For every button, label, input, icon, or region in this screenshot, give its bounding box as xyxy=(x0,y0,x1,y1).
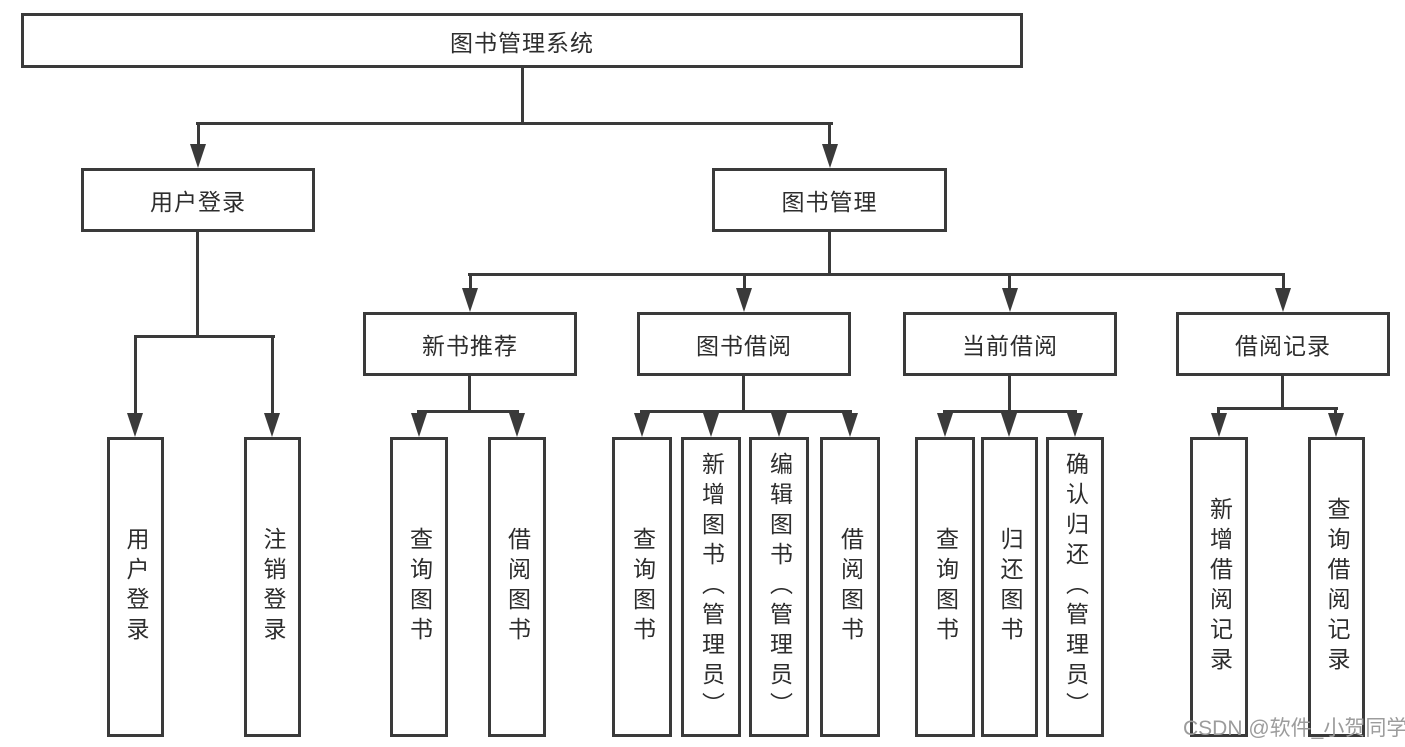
leaf-label: 编辑图书（管理员） xyxy=(766,452,793,722)
arrowhead-down-icon xyxy=(822,144,838,168)
leaf-add-book-admin: 新增图书（管理员） xyxy=(681,437,741,737)
arrowhead-down-icon xyxy=(703,413,719,437)
leaf-label: 注销登录 xyxy=(260,527,286,647)
connector-user-login-drop xyxy=(197,122,200,148)
leaf-label: 用户登录 xyxy=(123,527,149,647)
connector-records-drop xyxy=(1282,273,1285,291)
connector-records-stem xyxy=(1281,376,1284,407)
arrowhead-down-icon xyxy=(264,413,280,437)
leaf-borrow-books-recommend: 借阅图书 xyxy=(488,437,546,737)
leaf-label: 新增借阅记录 xyxy=(1206,497,1233,677)
connector-current-stem xyxy=(1008,376,1011,410)
leaf-confirm-return-admin: 确认归还（管理员） xyxy=(1046,437,1104,737)
arrowhead-down-icon xyxy=(462,288,478,312)
leaf-label: 确认归还（管理员） xyxy=(1062,452,1089,722)
connector-records-bar xyxy=(1217,407,1338,410)
leaf-query-books-recommend: 查询图书 xyxy=(390,437,448,737)
arrowhead-down-icon xyxy=(190,144,206,168)
leaf-add-borrow-record: 新增借阅记录 xyxy=(1190,437,1248,737)
leaf-label: 新增图书（管理员） xyxy=(698,452,725,722)
leaf-query-books-current: 查询图书 xyxy=(915,437,975,737)
connector-current-drop xyxy=(1008,273,1011,291)
arrowhead-down-icon xyxy=(509,413,525,437)
leaf-label: 查询借阅记录 xyxy=(1324,497,1350,677)
node-current-borrowing: 当前借阅 xyxy=(903,312,1117,376)
node-root: 图书管理系统 xyxy=(21,13,1023,68)
leaf-user-login: 用户登录 xyxy=(107,437,164,737)
connector-root-bar xyxy=(196,122,833,125)
arrowhead-down-icon xyxy=(127,413,143,437)
arrowhead-down-icon xyxy=(1067,413,1083,437)
connector-login-leaf-drop xyxy=(134,335,137,417)
leaf-label: 查询图书 xyxy=(406,527,433,647)
leaf-query-borrow-record: 查询借阅记录 xyxy=(1308,437,1365,737)
arrowhead-down-icon xyxy=(634,413,650,437)
connector-recommend-bar xyxy=(418,410,519,413)
leaf-edit-book-admin: 编辑图书（管理员） xyxy=(749,437,809,737)
arrowhead-down-icon xyxy=(771,413,787,437)
leaf-query-books-borrowing: 查询图书 xyxy=(612,437,672,737)
leaf-return-books: 归还图书 xyxy=(981,437,1038,737)
connector-login-bar xyxy=(134,335,275,338)
node-book-borrowing: 图书借阅 xyxy=(637,312,851,376)
leaf-logout: 注销登录 xyxy=(244,437,301,737)
connector-borrowing-stem xyxy=(742,376,745,410)
connector-borrowing-drop xyxy=(743,273,746,291)
leaf-label: 借阅图书 xyxy=(504,527,531,647)
arrowhead-down-icon xyxy=(1275,288,1291,312)
connector-recommend-stem xyxy=(468,376,471,410)
connector-book-mgmt-drop xyxy=(828,122,831,148)
leaf-label: 借阅图书 xyxy=(837,527,864,647)
leaf-label: 归还图书 xyxy=(997,527,1023,647)
connector-root-stem xyxy=(521,68,524,122)
arrowhead-down-icon xyxy=(1328,413,1344,437)
arrowhead-down-icon xyxy=(1002,288,1018,312)
connector-current-bar xyxy=(943,410,1077,413)
arrowhead-down-icon xyxy=(842,413,858,437)
leaf-label: 查询图书 xyxy=(629,527,656,647)
connector-logout-leaf-drop xyxy=(271,335,274,417)
arrowhead-down-icon xyxy=(411,413,427,437)
connector-bookmgmt-stem xyxy=(828,232,831,276)
connector-recommend-drop xyxy=(469,273,472,291)
connector-bookmgmt-bar xyxy=(468,273,1285,276)
connector-borrowing-bar xyxy=(640,410,852,413)
connector-login-stem xyxy=(196,232,199,335)
arrowhead-down-icon xyxy=(937,413,953,437)
arrowhead-down-icon xyxy=(736,288,752,312)
arrowhead-down-icon xyxy=(1001,413,1017,437)
arrowhead-down-icon xyxy=(1211,413,1227,437)
leaf-label: 查询图书 xyxy=(932,527,959,647)
node-user-login: 用户登录 xyxy=(81,168,315,232)
node-borrowing-records: 借阅记录 xyxy=(1176,312,1390,376)
node-book-management: 图书管理 xyxy=(712,168,947,232)
node-new-book-recommendation: 新书推荐 xyxy=(363,312,577,376)
csdn-watermark: CSDN @软件_小贺同学 xyxy=(1183,717,1405,740)
leaf-borrow-books-borrowing: 借阅图书 xyxy=(820,437,880,737)
